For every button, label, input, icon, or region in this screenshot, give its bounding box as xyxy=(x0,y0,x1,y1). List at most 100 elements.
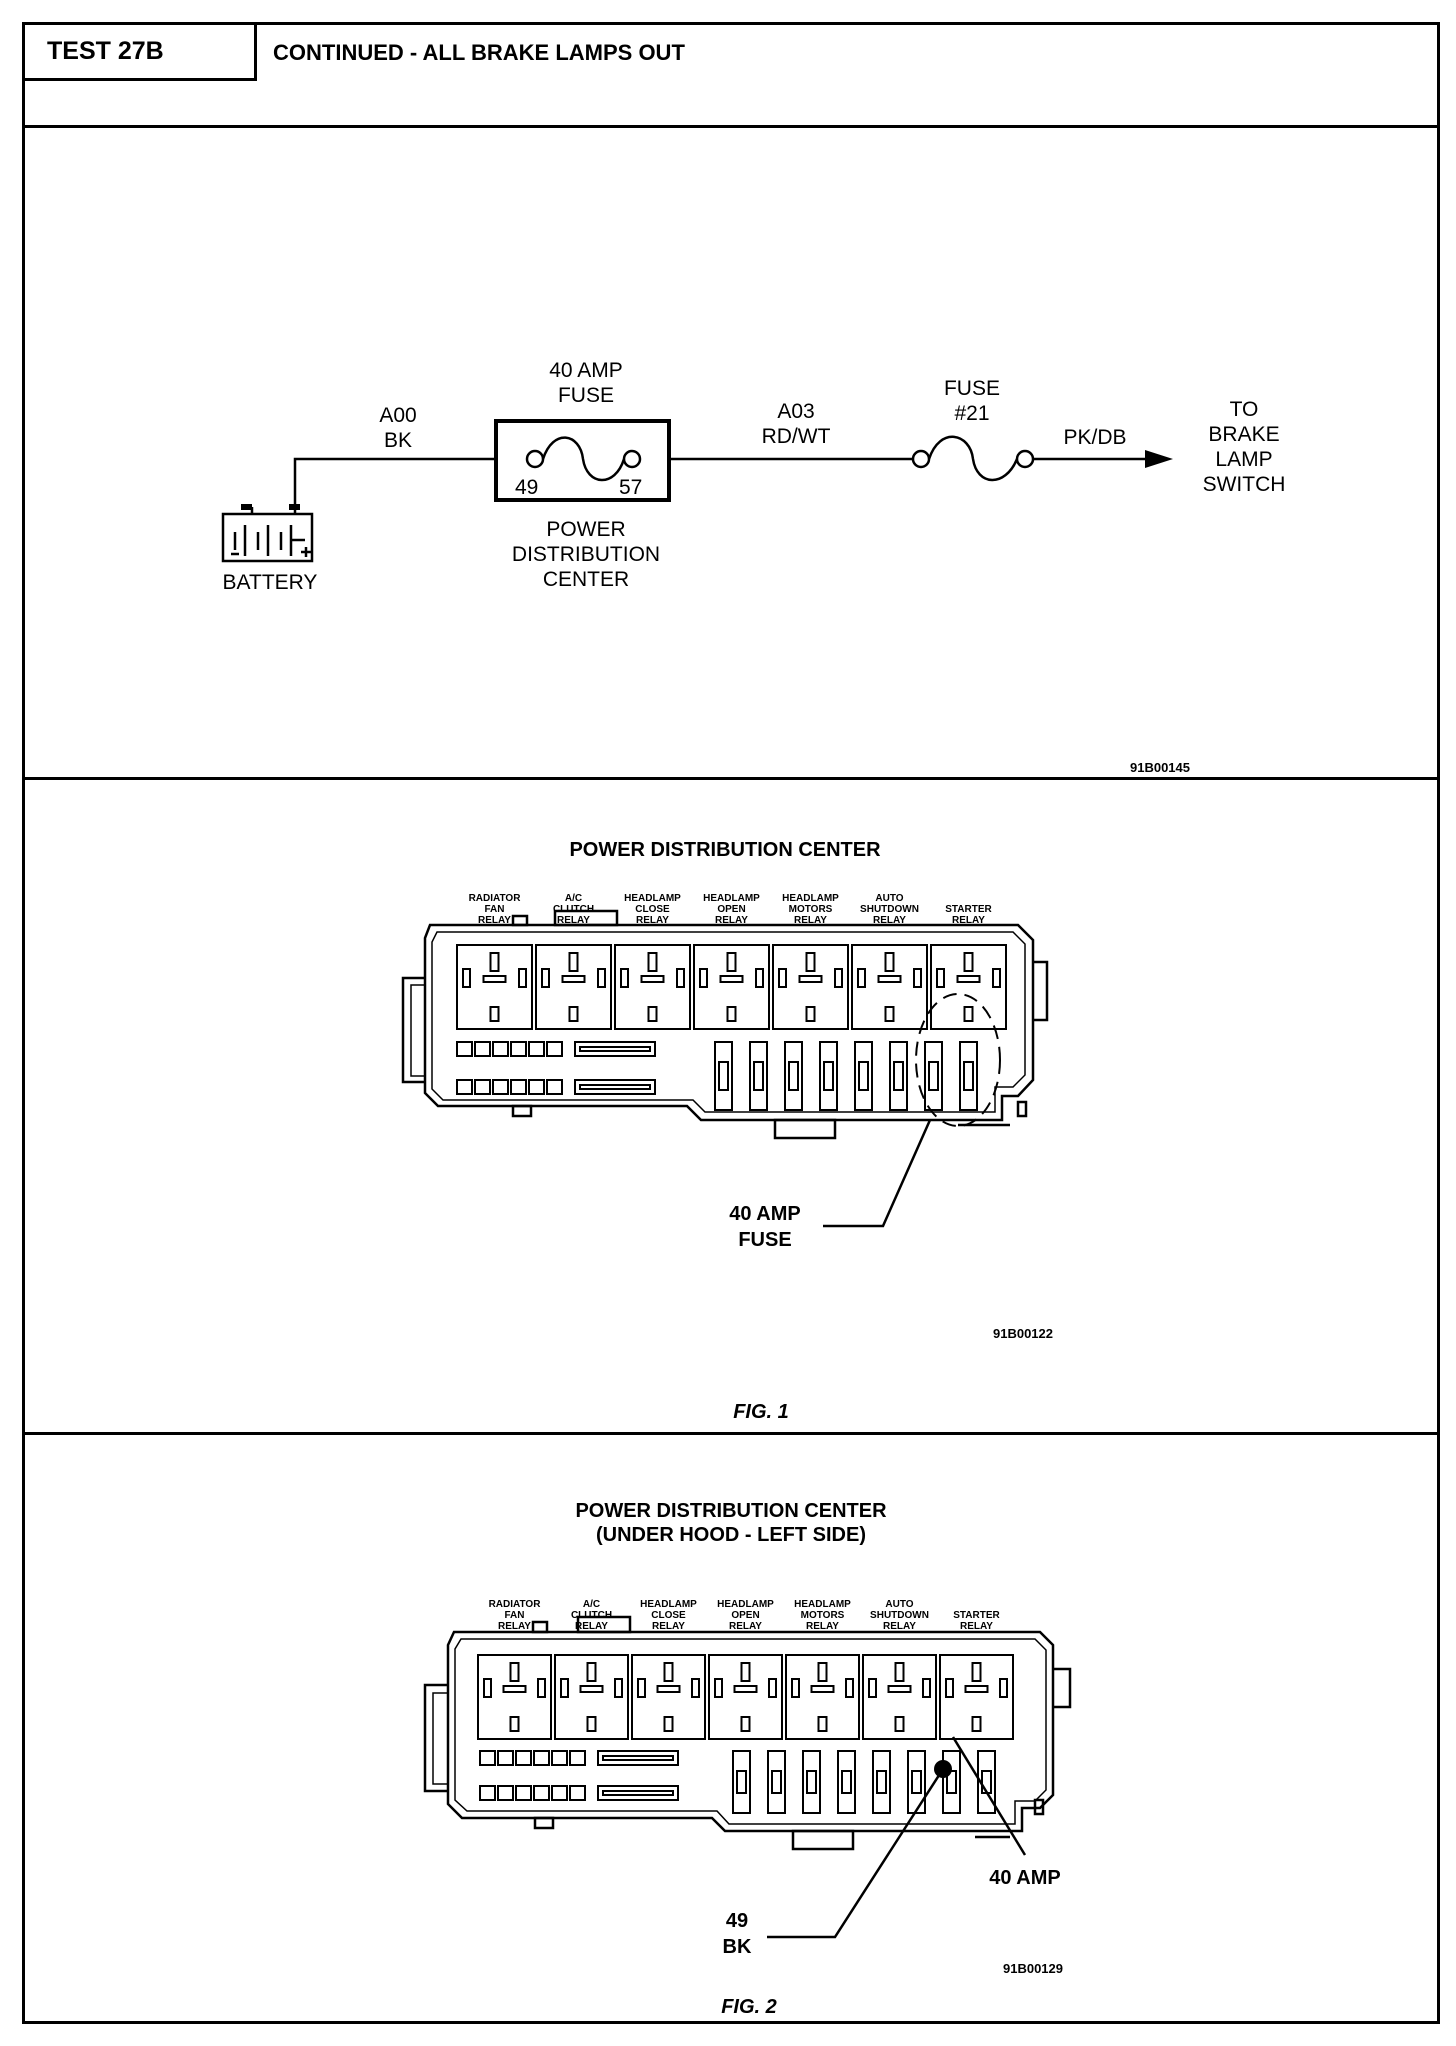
callout-leader xyxy=(823,1119,932,1228)
pdc-housing xyxy=(446,1630,1055,1833)
mini-fuse xyxy=(551,1785,568,1801)
wire1-code: A00 xyxy=(379,404,416,427)
mini-fuse xyxy=(474,1041,491,1057)
fig1-title: POWER DISTRIBUTION CENTER xyxy=(569,839,881,861)
terminal-57: 57 xyxy=(619,476,642,499)
relay-socket xyxy=(477,1654,552,1740)
mini-fuse xyxy=(546,1041,563,1057)
relay-label: A/C xyxy=(583,1599,600,1610)
relay-label: A/C xyxy=(565,893,582,904)
relay-label: RELAY xyxy=(498,1621,531,1632)
relay-label: STARTER xyxy=(945,904,992,915)
relay-label: FAN xyxy=(505,1610,525,1621)
callout-terminal: 49 xyxy=(726,1910,748,1932)
mini-fuse xyxy=(456,1079,473,1095)
relay-label: SHUTDOWN xyxy=(860,904,919,915)
figure-ref: 91B00122 xyxy=(993,1326,1053,1341)
fig2-title: POWER DISTRIBUTION CENTER xyxy=(575,1500,887,1522)
wire3-color: PK/DB xyxy=(1063,426,1126,449)
relay-label: HEADLAMP xyxy=(717,1599,774,1610)
relay-label: RELAY xyxy=(715,915,748,926)
relay-socket xyxy=(862,1654,937,1740)
battery-symbol xyxy=(221,512,314,563)
pdc-diagram-fig1: POWER DISTRIBUTION CENTER RADIATORFANREL… xyxy=(401,839,1053,1423)
mini-fuse xyxy=(479,1785,496,1801)
relay-label: RADIATOR xyxy=(489,1599,542,1610)
destination-label: LAMP xyxy=(1215,448,1272,471)
relay-label: RELAY xyxy=(806,1621,839,1632)
relay-label: RELAY xyxy=(729,1621,762,1632)
relay-label: RELAY xyxy=(794,915,827,926)
mini-fuse xyxy=(528,1041,545,1057)
maxi-fuse xyxy=(889,1041,908,1111)
maxi-fuse xyxy=(924,1041,943,1111)
pdc-label: CENTER xyxy=(543,568,629,591)
relay-label: RELAY xyxy=(636,915,669,926)
callout-color: BK xyxy=(723,1936,752,1958)
relay-socket xyxy=(631,1654,706,1740)
relay-label: HEADLAMP xyxy=(703,893,760,904)
maxi-fuse xyxy=(732,1750,751,1814)
relay-label: STARTER xyxy=(953,1610,1000,1621)
relay-socket xyxy=(554,1654,629,1740)
destination-label: SWITCH xyxy=(1203,473,1286,496)
cartridge-fuse xyxy=(597,1785,679,1801)
figure-caption: FIG. 2 xyxy=(721,1996,777,2018)
fig2-section: POWER DISTRIBUTION CENTER (UNDER HOOD - … xyxy=(25,1435,1437,2021)
relay-label: HEADLAMP xyxy=(794,1599,851,1610)
fig2-subtitle: (UNDER HOOD - LEFT SIDE) xyxy=(596,1524,866,1546)
fuse1-label: 40 AMP xyxy=(549,359,623,382)
maxi-fuse xyxy=(819,1041,838,1111)
fuse-40amp-symbol xyxy=(541,436,626,482)
pdc-label: DISTRIBUTION xyxy=(512,543,660,566)
wire-a00 xyxy=(293,457,496,507)
cartridge-fuse xyxy=(574,1079,656,1095)
mini-fuse xyxy=(474,1079,491,1095)
relay-label: SHUTDOWN xyxy=(870,1610,929,1621)
header-bar: TEST 27B CONTINUED - ALL BRAKE LAMPS OUT xyxy=(25,25,1437,128)
pdc-diagram-fig2: POWER DISTRIBUTION CENTER (UNDER HOOD - … xyxy=(423,1500,1072,2018)
mini-fuse xyxy=(456,1041,473,1057)
maxi-fuse xyxy=(854,1041,873,1111)
relay-label: AUTO xyxy=(885,1599,913,1610)
maxi-fuse xyxy=(749,1041,768,1111)
test-page: TEST 27B CONTINUED - ALL BRAKE LAMPS OUT xyxy=(22,22,1440,2024)
callout-leader xyxy=(951,1736,1027,1856)
relay-label: RELAY xyxy=(952,915,985,926)
callout-leader xyxy=(767,1768,945,1939)
wiring-schematic: BATTERY A00 BK 40 AMP FUSE 49 57 POWER D… xyxy=(221,359,1286,775)
mini-fuse xyxy=(479,1750,496,1766)
maxi-fuse xyxy=(907,1750,926,1814)
mini-fuse xyxy=(492,1041,509,1057)
mini-fuse xyxy=(551,1750,568,1766)
terminal-49: 49 xyxy=(515,476,538,499)
maxi-fuse xyxy=(959,1041,978,1111)
maxi-fuse xyxy=(802,1750,821,1814)
relay-socket xyxy=(456,944,533,1030)
relay-label: RELAY xyxy=(652,1621,685,1632)
relay-socket xyxy=(772,944,849,1030)
relay-label: RELAY xyxy=(575,1621,608,1632)
relay-label: RELAY xyxy=(478,915,511,926)
callout-label: FUSE xyxy=(738,1229,791,1251)
relay-label: RADIATOR xyxy=(469,893,522,904)
battery-label: BATTERY xyxy=(223,571,318,594)
wire1-color: BK xyxy=(384,429,412,452)
test-id: TEST 27B xyxy=(25,25,257,81)
fuse1-label: FUSE xyxy=(558,384,614,407)
relay-socket xyxy=(939,1654,1014,1740)
figure-caption: FIG. 1 xyxy=(733,1401,789,1423)
relay-label: CLUTCH xyxy=(571,1610,612,1621)
relay-label: RELAY xyxy=(883,1621,916,1632)
maxi-fuse xyxy=(767,1750,786,1814)
mini-fuse xyxy=(515,1785,532,1801)
relay-label: MOTORS xyxy=(801,1610,845,1621)
destination-label: TO xyxy=(1230,398,1259,421)
relay-label: OPEN xyxy=(717,904,745,915)
mini-fuse xyxy=(492,1079,509,1095)
figure-ref: 91B00145 xyxy=(1130,760,1190,775)
mini-fuse xyxy=(569,1785,586,1801)
mini-fuse xyxy=(510,1041,527,1057)
cartridge-fuse xyxy=(597,1750,679,1766)
figure-ref: 91B00129 xyxy=(1003,1961,1063,1976)
